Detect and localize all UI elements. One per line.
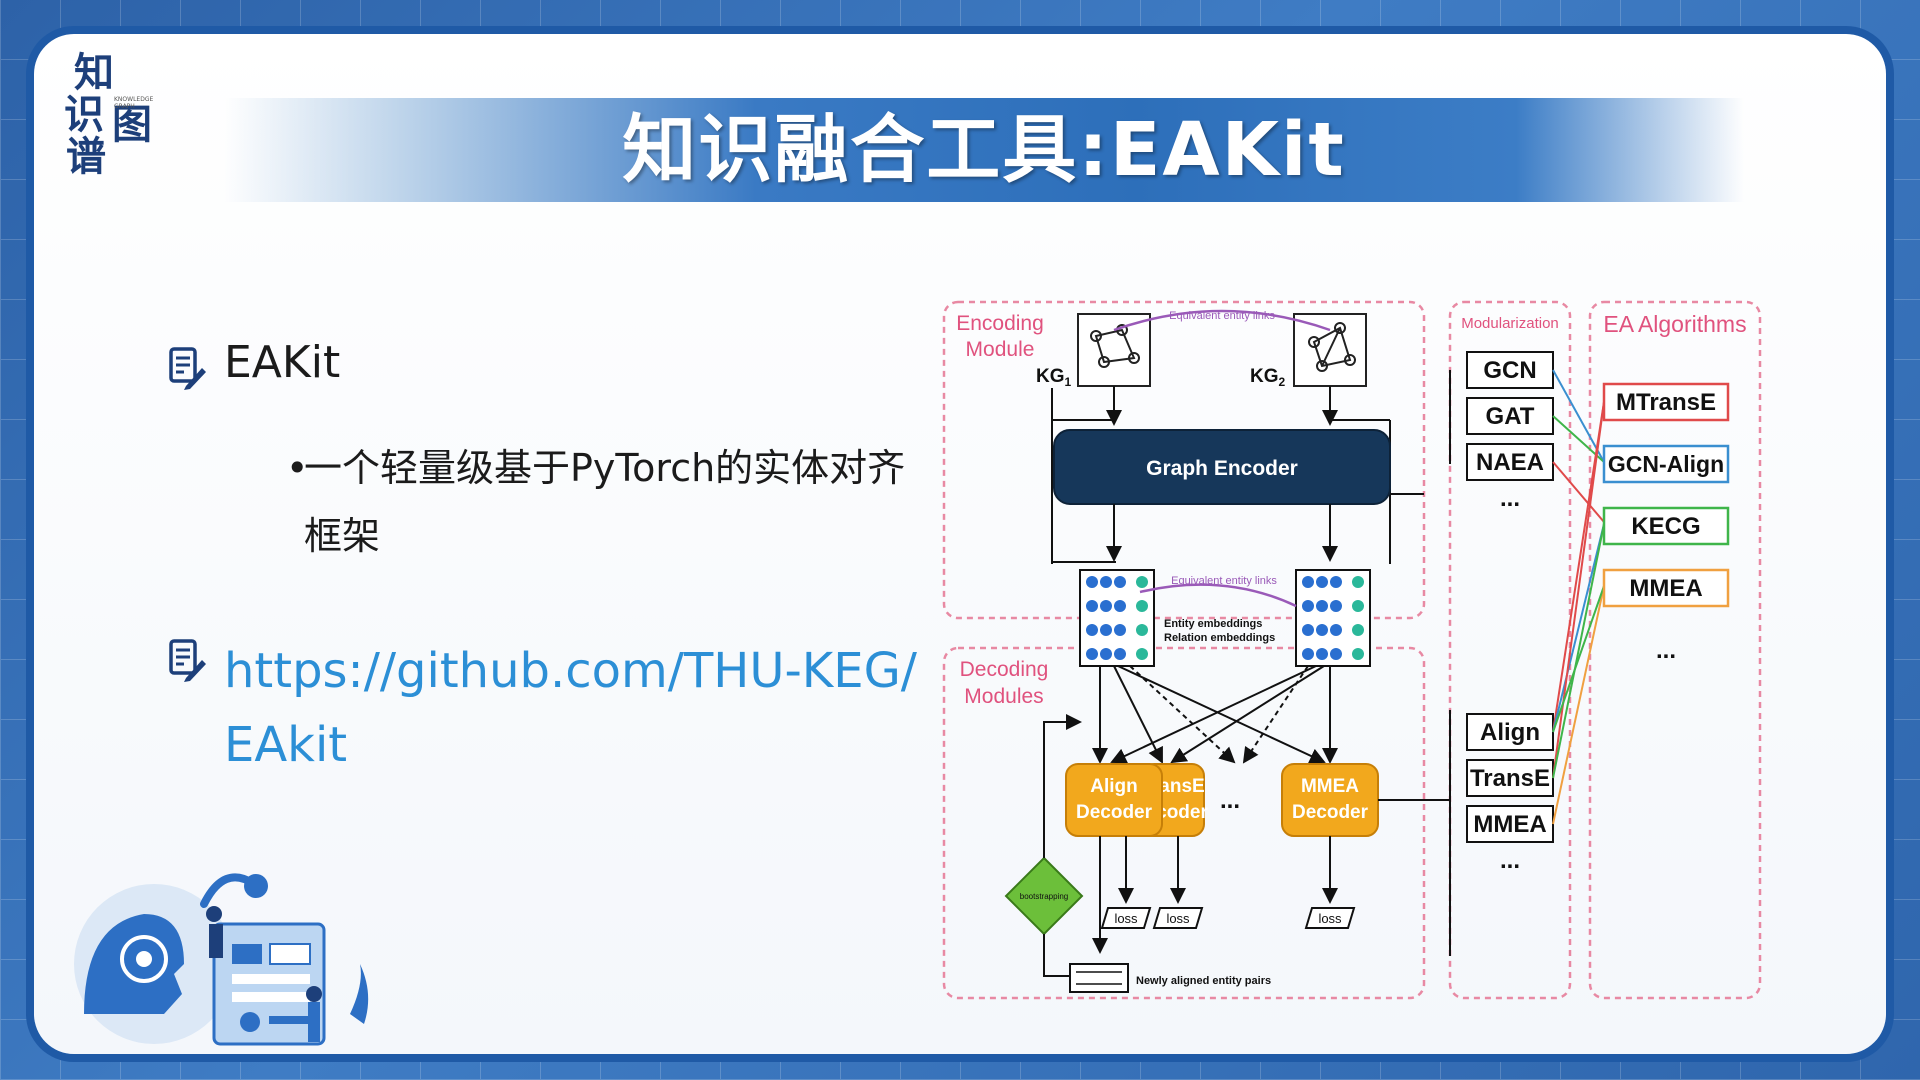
decoder-list: Align TransE MMEA ... xyxy=(1466,713,1554,874)
entity-embeddings-label: Entity embeddings xyxy=(1164,618,1262,630)
note-edit-icon xyxy=(169,639,206,682)
slide-title: 知识融合工具:EAKit xyxy=(622,107,1346,193)
new-pairs-label: Newly aligned entity pairs xyxy=(1136,975,1271,987)
algo-box xyxy=(1602,506,1730,546)
new-pairs-box xyxy=(1069,963,1129,993)
relation-embeddings-label: Relation embeddings xyxy=(1164,632,1275,644)
mmea-decoder-block xyxy=(1281,763,1379,837)
algo-item: KECG xyxy=(1631,513,1700,540)
description-text: 一个轻量级基于PyTorch的实体对齐框架 xyxy=(304,446,906,558)
bootstrapping-label: bootstrapping xyxy=(1020,892,1068,901)
encoder-item: GAT xyxy=(1486,403,1535,430)
decoder-item: TransE xyxy=(1470,765,1550,792)
graph-encoder-block xyxy=(1053,429,1391,505)
align-decoder-block xyxy=(1065,763,1163,837)
algo-item: MTransE xyxy=(1616,389,1716,416)
logo-char: 识 xyxy=(64,92,104,138)
align-decoder-label-2: Decoder xyxy=(1076,802,1153,823)
modularization-frame xyxy=(1448,300,1572,1000)
kg1-label: KG1 xyxy=(1036,366,1072,389)
slide-card: 知 识 图 谱 KNOWLEDGE GRAPH 知识融合工具:EAKit EAK… xyxy=(34,34,1886,1054)
algo-box xyxy=(1602,444,1730,484)
equivalent-links-label-2: Equivalent entity links xyxy=(1171,575,1277,587)
mmea-decoder-label-1: MMEA xyxy=(1301,776,1359,797)
loss-box xyxy=(1152,907,1204,929)
logo-char: 知 xyxy=(74,50,114,96)
equivalent-links-arc xyxy=(1113,309,1331,332)
bullet-dot: • xyxy=(286,446,309,490)
encoder-list: GCN GAT NAEA ... xyxy=(1466,351,1554,512)
decoder-item: ... xyxy=(1500,847,1520,874)
encoder-item: GCN xyxy=(1483,357,1536,384)
loss-box xyxy=(1304,907,1356,929)
note-edit-icon xyxy=(169,347,206,390)
transe-decoder-label-1: ansE xyxy=(1159,776,1204,797)
kg2-graph-icon xyxy=(1293,313,1367,387)
equivalent-links-label: Equivalent entity links xyxy=(1169,310,1275,322)
kg2-label: KG2 xyxy=(1250,366,1286,389)
logo-en: KNOWLEDGE GRAPH xyxy=(114,96,154,110)
decoder-item: MMEA xyxy=(1473,811,1546,838)
encoding-label-2: Module xyxy=(966,338,1035,361)
item-eakit: EAKit xyxy=(224,337,341,388)
mmea-decoder-label-2: Decoder xyxy=(1292,802,1369,823)
logo-char: 图 xyxy=(112,102,152,148)
kg1-graph-icon xyxy=(1077,313,1151,387)
kg2-embeddings xyxy=(1295,569,1371,667)
encoding-label-1: Encoding xyxy=(956,312,1044,335)
kg1-embeddings xyxy=(1079,569,1155,667)
decoding-label-2: Modules xyxy=(964,685,1043,708)
encoder-item: ... xyxy=(1500,485,1520,512)
align-decoder-label-1: Align xyxy=(1090,776,1138,797)
decoder-ellipsis: ... xyxy=(1220,787,1240,814)
github-link[interactable]: https://github.com/THU-KEG/EAkit xyxy=(224,643,917,773)
algo-item: MMEA xyxy=(1629,575,1702,602)
decoding-frame xyxy=(942,646,1426,1000)
ea-algorithms-frame xyxy=(1588,300,1762,1000)
algo-item: GCN-Align xyxy=(1608,451,1724,477)
algo-box xyxy=(1602,382,1730,422)
loss-box xyxy=(1100,907,1152,929)
modularization-label: Modularization xyxy=(1461,315,1559,332)
loss-label: loss xyxy=(1318,911,1342,926)
algo-box xyxy=(1602,568,1730,608)
graph-encoder-label: Graph Encoder xyxy=(1146,457,1298,480)
title-band: 知识融合工具:EAKit xyxy=(224,98,1744,202)
transe-decoder-label-2: coder xyxy=(1156,802,1208,823)
encoder-item: NAEA xyxy=(1476,449,1544,476)
encoding-frame xyxy=(942,300,1426,620)
decoder-item: Align xyxy=(1480,719,1540,746)
loss-label: loss xyxy=(1114,911,1138,926)
loss-label: loss xyxy=(1166,911,1190,926)
ea-algorithms-label: EA Algorithms xyxy=(1603,311,1746,337)
eakit-architecture-diagram: Encoding Module Decoding Modules Modular… xyxy=(942,300,1762,1000)
ai-robot-illustration xyxy=(74,873,369,1046)
logo-char: 谱 xyxy=(66,134,106,180)
decoding-label-1: Decoding xyxy=(960,658,1049,681)
algo-item: ... xyxy=(1656,637,1676,664)
item-eakit-description: • 一个轻量级基于PyTorch的实体对齐框架 xyxy=(286,434,924,570)
knowledge-graph-logo: 知 识 图 谱 KNOWLEDGE GRAPH xyxy=(52,44,172,178)
